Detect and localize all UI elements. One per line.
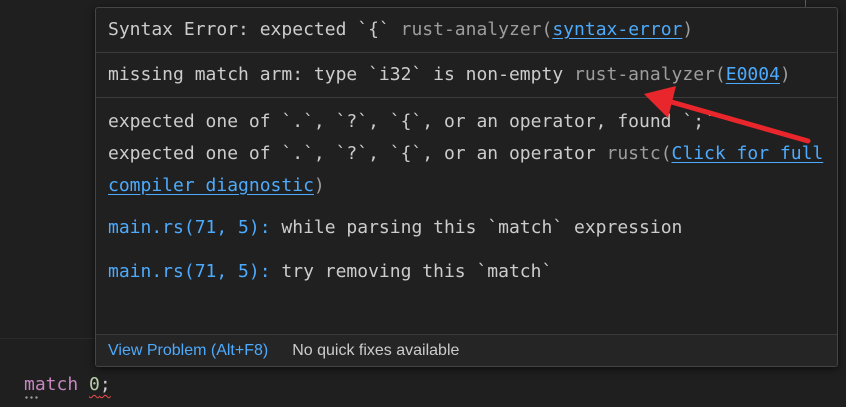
- code-space: [78, 374, 89, 395]
- code-line[interactable]: match 0;: [24, 372, 111, 398]
- paren-close: ): [779, 64, 791, 85]
- diagnostic-source: rustc: [606, 143, 661, 164]
- paren-open: (: [660, 143, 672, 164]
- diagnostic-source: rust-analyzer: [574, 64, 715, 85]
- related-location-link[interactable]: main.rs(71, 5):: [108, 217, 271, 238]
- related-text: try removing this `match`: [270, 261, 553, 282]
- diagnostic-message: expected one of `.`, `?`, `{`, or an ope…: [108, 111, 715, 132]
- view-problem-button[interactable]: View Problem (Alt+F8): [108, 342, 269, 359]
- paren-close: ): [313, 175, 325, 196]
- diagnostic-syntax-error: Syntax Error: expected `{` rust-analyzer…: [96, 8, 837, 53]
- paren-open: (: [714, 64, 726, 85]
- diagnostic-rustc-error: expected one of `.`, `?`, `{`, or an ope…: [96, 98, 837, 288]
- code-keyword: match: [24, 374, 79, 395]
- diagnostic-code-link[interactable]: E0004: [725, 64, 780, 85]
- related-text: while parsing this `match` expression: [270, 217, 683, 238]
- code-error-squiggle[interactable]: 0;: [89, 374, 111, 395]
- related-location-link[interactable]: main.rs(71, 5):: [108, 261, 271, 282]
- related-info: main.rs(71, 5): while parsing this `matc…: [108, 212, 825, 244]
- paren-close: ): [682, 19, 694, 40]
- diagnostic-message: missing match arm: type `i32` is non-emp…: [108, 64, 574, 85]
- code-semicolon: ;: [99, 374, 111, 395]
- related-info: main.rs(71, 5): try removing this `match…: [108, 256, 825, 288]
- hover-status-bar: View Problem (Alt+F8) No quick fixes avai…: [96, 334, 837, 366]
- hint-dots[interactable]: [24, 396, 38, 399]
- diagnostic-message: expected one of `.`, `?`, `{`, or an ope…: [108, 143, 607, 164]
- editor-line-separator: [0, 338, 95, 339]
- scrollbar-marker: [805, 0, 806, 8]
- code-number: 0: [89, 374, 100, 395]
- diagnostic-missing-match-arm: missing match arm: type `i32` is non-emp…: [96, 53, 837, 98]
- paren-open: (: [541, 19, 553, 40]
- diagnostic-source: rust-analyzer: [400, 19, 542, 40]
- diagnostic-hover: Syntax Error: expected `{` rust-analyzer…: [95, 7, 838, 367]
- full-diagnostic-link[interactable]: Click for full compiler diagnostic: [108, 143, 824, 196]
- diagnostic-code-link[interactable]: syntax-error: [552, 19, 683, 40]
- no-quick-fixes-label: No quick fixes available: [292, 342, 460, 359]
- diagnostic-message: Syntax Error: expected `{`: [108, 19, 401, 40]
